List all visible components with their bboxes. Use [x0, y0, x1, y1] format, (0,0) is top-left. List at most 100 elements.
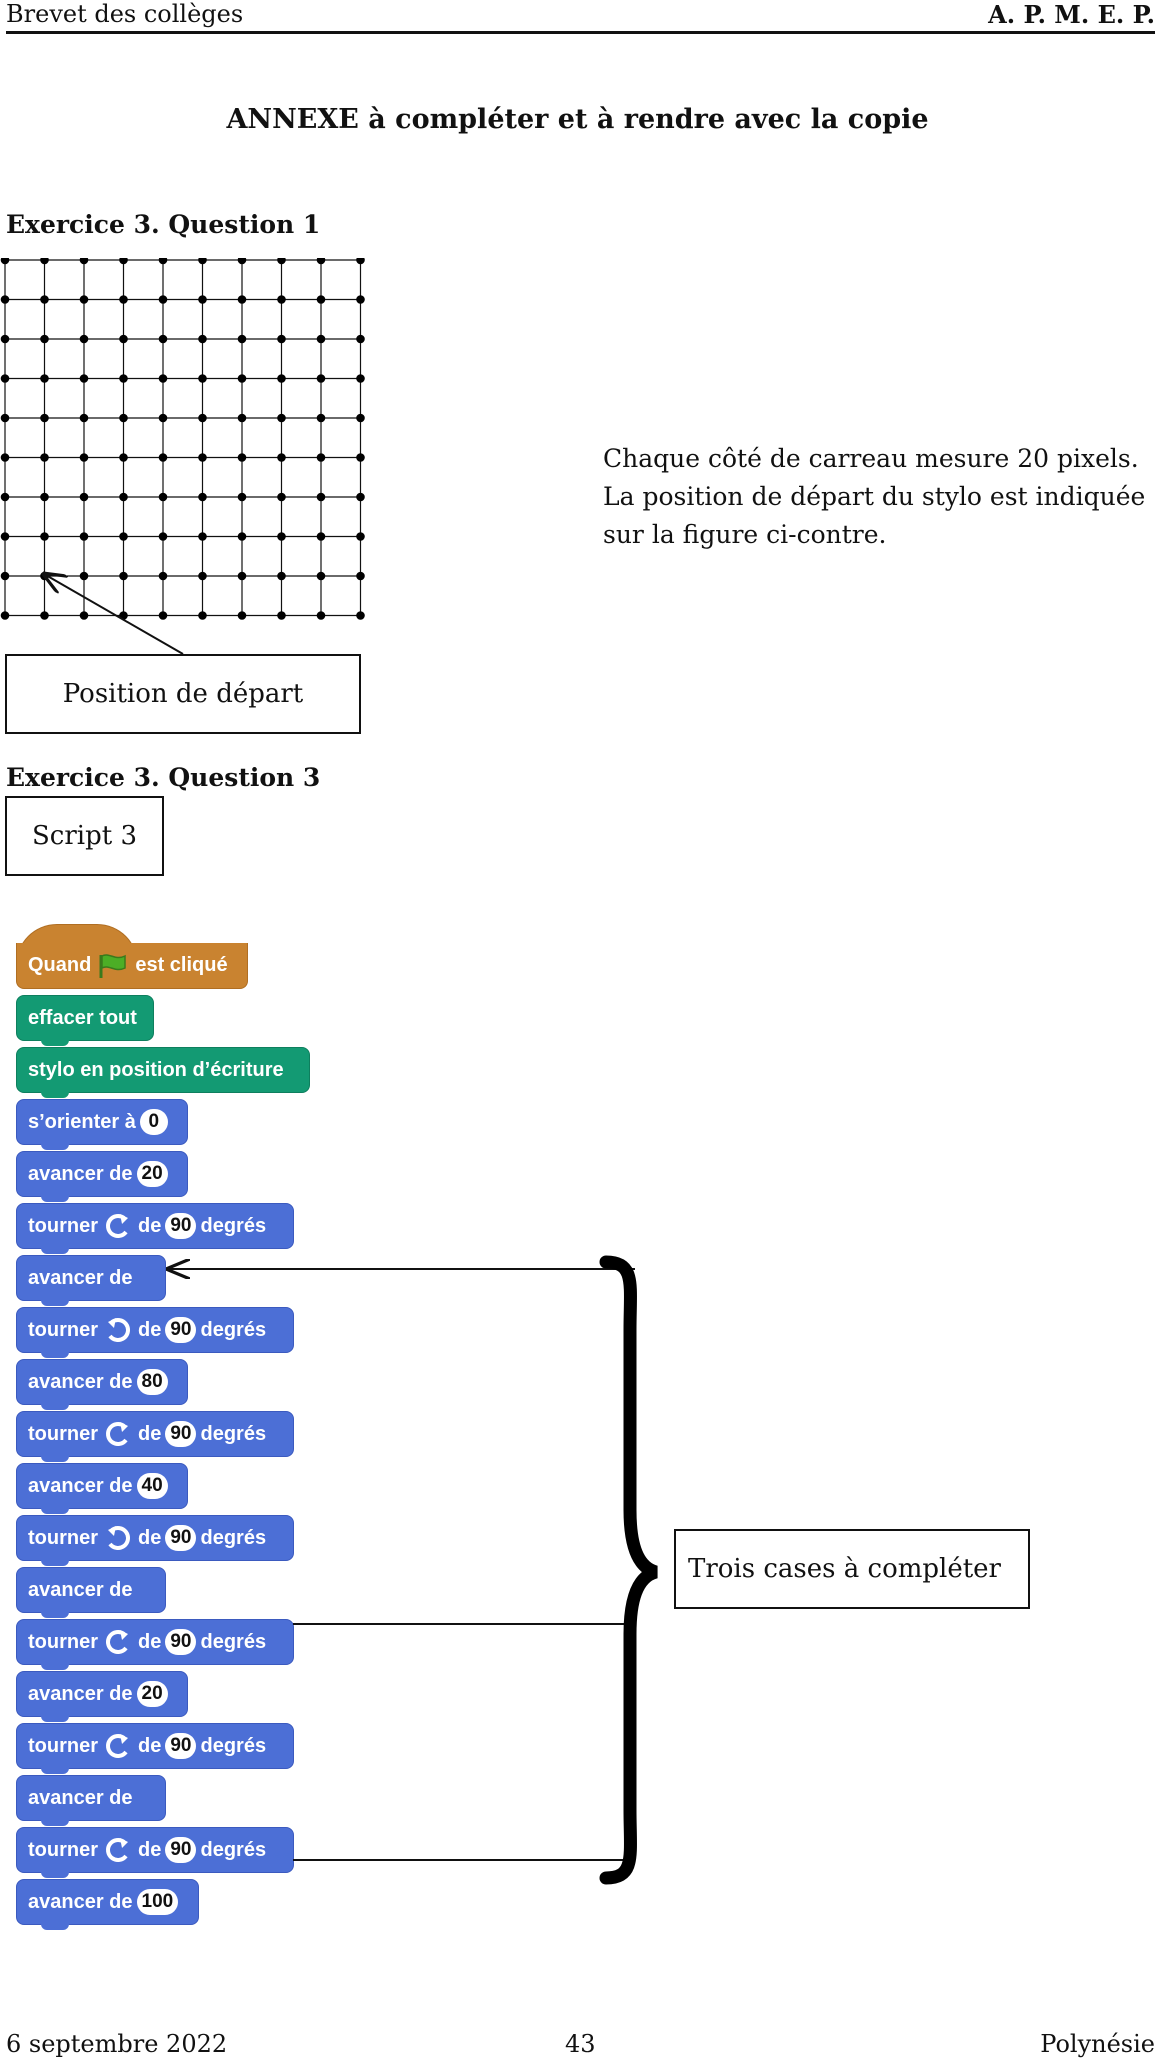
grid-dot [119, 532, 128, 541]
grid-dot [159, 374, 168, 383]
description-line-3: sur la figure ci-contre. [603, 516, 1155, 554]
turn-label: tourner [28, 1631, 98, 1654]
bracket-label: Trois cases à compléter [688, 1554, 1001, 1584]
page-title: ANNEXE à compléter et à rendre avec la c… [0, 104, 1155, 135]
grid-dot [80, 335, 89, 344]
point-direction-block: s’orienter à 0 [16, 1099, 188, 1145]
rotate-counterclockwise-icon [104, 1524, 132, 1552]
dot-grid [0, 258, 370, 628]
forward-label: avancer de [28, 1475, 133, 1498]
forward-value: 20 [137, 1161, 168, 1187]
orient-label: s’orienter à [28, 1111, 136, 1134]
clear-block: effacer tout [16, 995, 154, 1041]
grid-dot [198, 414, 207, 423]
turn-value: 90 [165, 1525, 196, 1551]
turn-de-label: de [138, 1839, 161, 1862]
turn-right-block: tournerde90degrés [16, 1411, 294, 1457]
grid-dot [238, 453, 247, 462]
grid-dot [1, 532, 10, 541]
grid-dot [1, 611, 10, 620]
forward-label: avancer de [28, 1163, 133, 1186]
grid-dot [198, 572, 207, 581]
turn-label: tourner [28, 1215, 98, 1238]
grid-dot [277, 258, 286, 264]
turn-value: 90 [165, 1629, 196, 1655]
grid-dot [159, 493, 168, 502]
grid-dot [356, 453, 365, 462]
grid-dot [356, 611, 365, 620]
turn-de-label: de [138, 1631, 161, 1654]
grid-dot [198, 453, 207, 462]
forward-value: 100 [137, 1889, 179, 1915]
turn-label: tourner [28, 1319, 98, 1342]
grid-dot [238, 374, 247, 383]
grid-dot [40, 453, 49, 462]
turn-right-block: tournerde90degrés [16, 1723, 294, 1769]
forward-label: avancer de [28, 1891, 133, 1914]
turn-value: 90 [165, 1317, 196, 1343]
rotate-clockwise-icon [104, 1420, 132, 1448]
hat-label-when: Quand [28, 954, 91, 977]
move-forward-blank-block: avancer de [16, 1567, 166, 1613]
grid-dot [80, 374, 89, 383]
grid-dot [317, 532, 326, 541]
grid-dot [317, 493, 326, 502]
grid-dot [40, 493, 49, 502]
grid-dot [317, 374, 326, 383]
grid-dot [40, 611, 49, 620]
grid-dot [277, 493, 286, 502]
grid-dot [119, 414, 128, 423]
grid-dot [159, 532, 168, 541]
turn-de-label: de [138, 1215, 161, 1238]
grid-dot [119, 374, 128, 383]
grid-dot [119, 453, 128, 462]
turn-de-label: de [138, 1423, 161, 1446]
grid-dot [1, 414, 10, 423]
grid-dot [80, 572, 89, 581]
grid-dot [238, 493, 247, 502]
grid-dot [317, 258, 326, 264]
rotate-clockwise-icon [104, 1212, 132, 1240]
turn-degrees-label: degrés [200, 1631, 266, 1654]
description-line-1: Chaque côté de carreau mesure 20 pixels. [603, 440, 1155, 478]
grid-dot [119, 258, 128, 264]
grid-dot [119, 295, 128, 304]
grid-dot [277, 453, 286, 462]
grid-dot [159, 572, 168, 581]
grid-dot [1, 374, 10, 383]
grid-dot [198, 611, 207, 620]
grid-dot [40, 374, 49, 383]
grid-dot [238, 611, 247, 620]
q1-heading: Exercice 3. Question 1 [6, 210, 320, 239]
turn-label: tourner [28, 1527, 98, 1550]
grid-dot [356, 532, 365, 541]
grid-dot [317, 335, 326, 344]
turn-de-label: de [138, 1735, 161, 1758]
grid-dot [40, 258, 49, 264]
grid-dot [40, 335, 49, 344]
turn-left-block: tournerde90degrés [16, 1307, 294, 1353]
move-forward-block: avancer de40 [16, 1463, 188, 1509]
when-flag-clicked-block: Quand est cliqué [16, 943, 248, 989]
forward-label: avancer de [28, 1787, 133, 1810]
forward-label: avancer de [28, 1579, 133, 1602]
turn-de-label: de [138, 1527, 161, 1550]
grid-dot [1, 335, 10, 344]
grid-dot [317, 572, 326, 581]
orient-value: 0 [140, 1109, 168, 1135]
grid-dot [1, 453, 10, 462]
turn-degrees-label: degrés [200, 1839, 266, 1862]
grid-dot [356, 414, 365, 423]
rotate-clockwise-icon [104, 1836, 132, 1864]
grid-dot [198, 258, 207, 264]
turn-degrees-label: degrés [200, 1215, 266, 1238]
turn-right-block: tournerde90degrés [16, 1827, 294, 1873]
grid-dot [1, 572, 10, 581]
move-forward-block: avancer de20 [16, 1151, 188, 1197]
turn-right-block: tourner de90degrés [16, 1619, 294, 1665]
bracket-label-box: Trois cases à compléter [674, 1529, 1030, 1609]
grid-dot [1, 295, 10, 304]
grid-dot [238, 414, 247, 423]
grid-dot [159, 453, 168, 462]
grid-dot [40, 414, 49, 423]
